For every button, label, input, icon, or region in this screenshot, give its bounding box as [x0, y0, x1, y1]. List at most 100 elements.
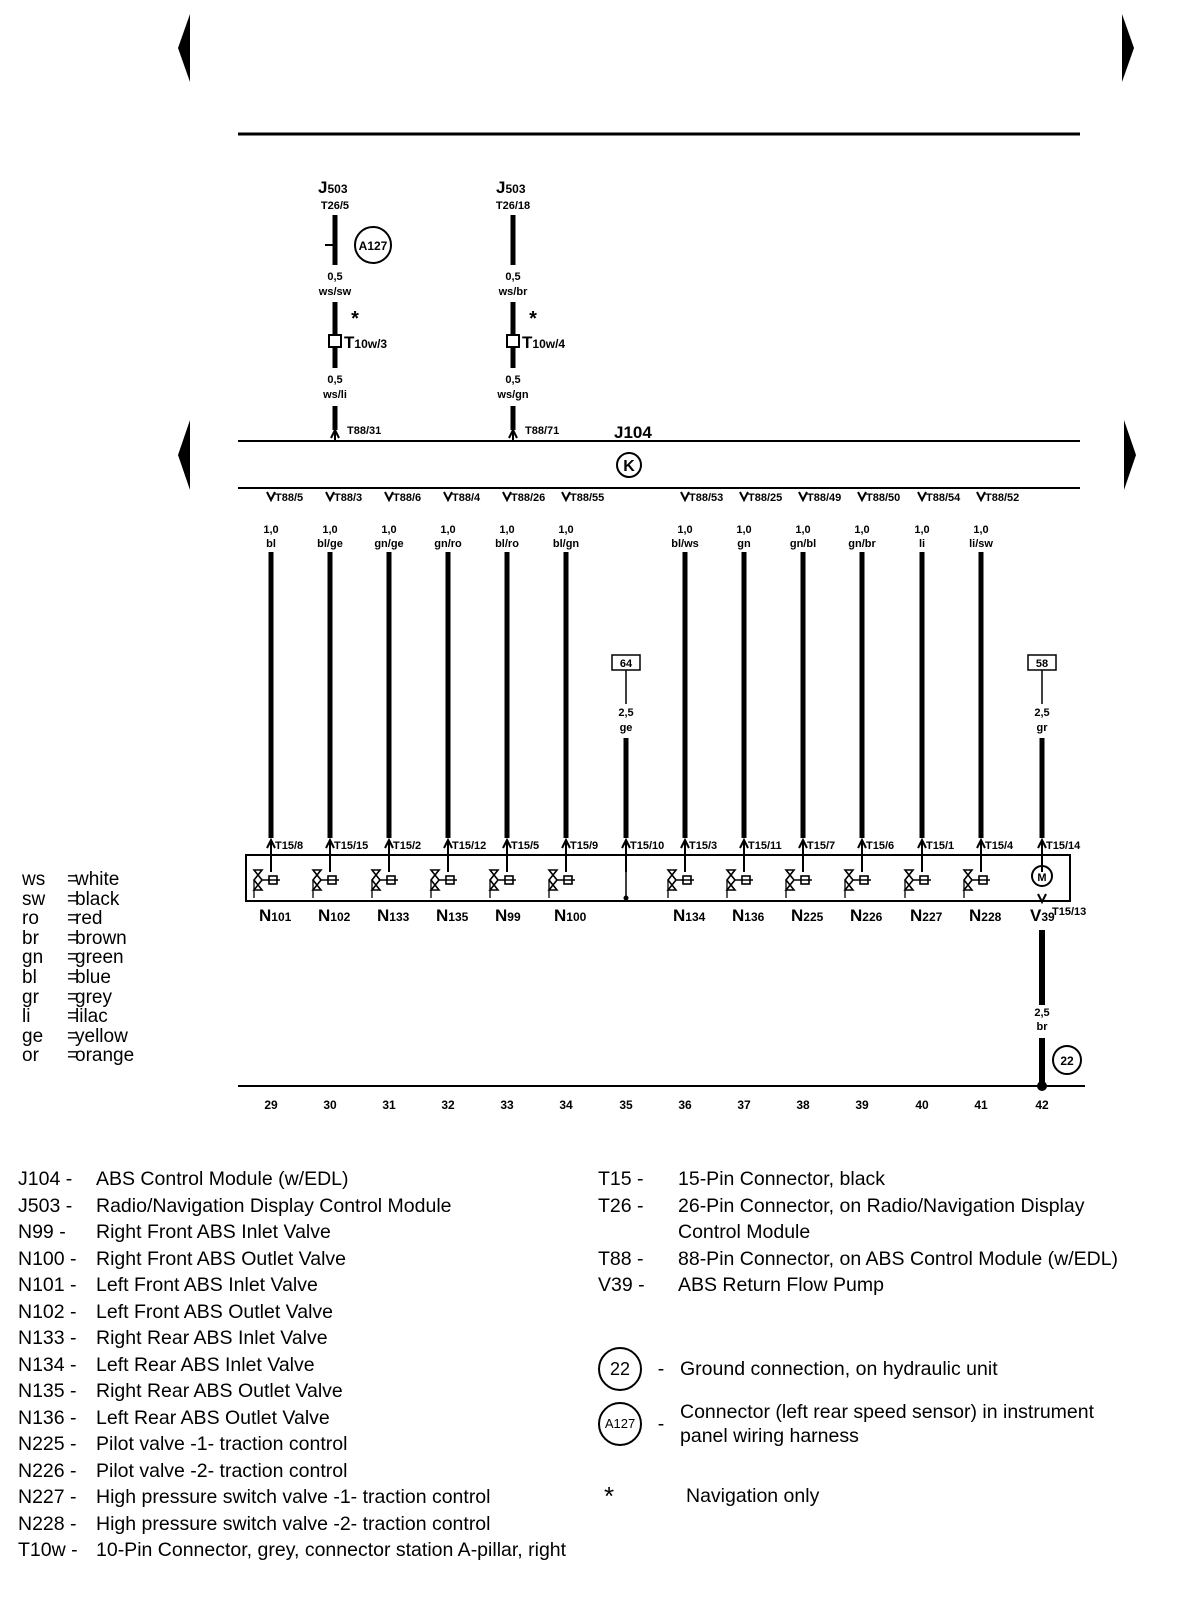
- legend-entry: N100 -Right Front ABS Outlet Valve: [18, 1246, 578, 1273]
- t88-pin-label: T88/6: [393, 492, 421, 504]
- wire-color-label: bl/ws: [671, 538, 699, 550]
- pin-arrow-icon: [857, 491, 867, 503]
- component-label: N100: [554, 906, 587, 925]
- t15-pin-label: T15/7: [807, 840, 835, 852]
- legend-desc: High pressure switch valve -2- traction …: [96, 1512, 491, 1535]
- next-page-arrow[interactable]: [1122, 14, 1134, 82]
- legend-desc: Navigation only: [686, 1485, 820, 1507]
- t15-pin-label: T15/1: [926, 840, 954, 852]
- wire-color-label: li/sw: [969, 538, 993, 550]
- component-label: N226: [850, 906, 883, 925]
- legend-desc: Radio/Navigation Display Control Module: [96, 1194, 452, 1217]
- legend-desc: Left Rear ABS Outlet Valve: [96, 1406, 330, 1429]
- component-label: N225: [791, 906, 824, 925]
- t88-pin-label: T88/25: [748, 492, 782, 504]
- t88-pin-label: T88/53: [689, 492, 723, 504]
- equals-sign: =: [67, 869, 79, 890]
- equals-sign: =: [67, 927, 79, 949]
- component-label: N99: [495, 906, 521, 925]
- t15-pin-label: T15/6: [866, 840, 894, 852]
- legend-code: N226 -: [18, 1459, 77, 1482]
- solenoid-icon: [445, 875, 455, 885]
- color-legend-row: gr=grey: [22, 986, 134, 1008]
- wire-color-label: bl/gn: [553, 538, 580, 550]
- connector-icon: [328, 334, 342, 348]
- column-number: 33: [500, 1098, 514, 1112]
- component-label: N227: [910, 906, 943, 925]
- equals-sign: =: [67, 966, 79, 988]
- legend-desc: Right Front ABS Inlet Valve: [96, 1221, 331, 1243]
- legend-entry: T26 -26-Pin Connector, on Radio/Navigati…: [598, 1193, 1138, 1246]
- equals-sign: =: [67, 888, 79, 910]
- t26-pin-label: T26/5: [321, 200, 349, 212]
- prev-page-arrow[interactable]: [178, 14, 190, 82]
- equals-sign: =: [67, 986, 79, 1008]
- legend-desc: ABS Return Flow Pump: [678, 1274, 884, 1296]
- color-legend-row: or=orange: [22, 1046, 134, 1066]
- wire-color-label: ws/br: [498, 286, 528, 298]
- legend-entry: N101 -Left Front ABS Inlet Valve: [18, 1272, 578, 1299]
- a127-label: A127: [359, 239, 388, 253]
- equals-sign: =: [67, 908, 79, 930]
- t15-pin-label: T15/5: [511, 840, 539, 852]
- t26-pin-label: T26/18: [496, 200, 530, 212]
- legend-entry: N133 -Right Rear ABS Inlet Valve: [18, 1325, 578, 1352]
- column-number: 32: [441, 1098, 455, 1112]
- legend-desc: 10-Pin Connector, grey, connector statio…: [96, 1539, 567, 1561]
- wire-size-label: 2,5: [618, 707, 633, 719]
- color-name: black: [75, 888, 120, 910]
- legend-desc: Pilot valve -1- traction control: [96, 1433, 348, 1455]
- junction-dot: [623, 895, 629, 901]
- navigation-only-marker: *: [529, 308, 537, 330]
- color-abbr: ws: [22, 869, 46, 890]
- valve-icon: [725, 869, 737, 891]
- column-number: 34: [559, 1098, 573, 1112]
- pin-arrow-icon: [325, 491, 335, 503]
- column-number: 29: [264, 1098, 278, 1112]
- valve-icon: [370, 869, 382, 891]
- solenoid-icon: [741, 875, 751, 885]
- j104-label: J104: [614, 423, 652, 442]
- wire-size-label: 2,5: [1034, 707, 1049, 719]
- legend-code: T88 -: [598, 1247, 644, 1270]
- legend-code: N133 -: [18, 1327, 77, 1349]
- legend-entry: J104 -ABS Control Module (w/EDL): [18, 1166, 578, 1193]
- legend-code: T10w -: [18, 1539, 78, 1561]
- solenoid-icon: [327, 875, 337, 885]
- wire-size-label: 2,5: [1034, 1007, 1049, 1019]
- wire-size-label: 1,0: [677, 524, 692, 536]
- prev-page-arrow-mid[interactable]: [178, 420, 190, 490]
- ground-pin-label: T15/13: [1052, 906, 1086, 918]
- legend-entry: V39 -ABS Return Flow Pump: [598, 1272, 1138, 1299]
- t88-pin-label: T88/5: [275, 492, 303, 504]
- column-number: 31: [382, 1098, 396, 1112]
- legend-code: T26 -: [598, 1194, 644, 1217]
- wire-color-label: ge: [620, 722, 633, 734]
- wiring-diagram: J104 K 97-29048 J503T26/50,5ws/sw*T10w/3…: [178, 14, 1136, 1112]
- wire-size-label: 0,5: [327, 271, 342, 283]
- ground-connection-label: 22: [1060, 1054, 1074, 1068]
- t10w-connector-label: T10w/3: [344, 333, 387, 352]
- legend-entry: N228 -High pressure switch valve -2- tra…: [18, 1511, 578, 1538]
- solenoid-icon: [800, 875, 810, 885]
- wire-size-label: 1,0: [736, 524, 751, 536]
- equals-sign: =: [67, 1006, 79, 1028]
- column-number: 36: [678, 1098, 692, 1112]
- reference-number: 58: [1036, 658, 1048, 670]
- color-legend-row: bl=blue: [22, 968, 134, 988]
- wire-color-label: gn/ge: [374, 538, 403, 550]
- wire-size-label: 0,5: [327, 374, 342, 386]
- pin-arrow-icon: [976, 491, 986, 503]
- color-legend-row: br=brown: [22, 929, 134, 949]
- color-name: brown: [75, 927, 127, 949]
- next-page-arrow-mid[interactable]: [1124, 420, 1136, 490]
- solenoid-icon: [682, 875, 692, 885]
- ground-symbol-icon: 22: [598, 1347, 642, 1391]
- legend-desc: 88-Pin Connector, on ABS Control Module …: [678, 1247, 1119, 1270]
